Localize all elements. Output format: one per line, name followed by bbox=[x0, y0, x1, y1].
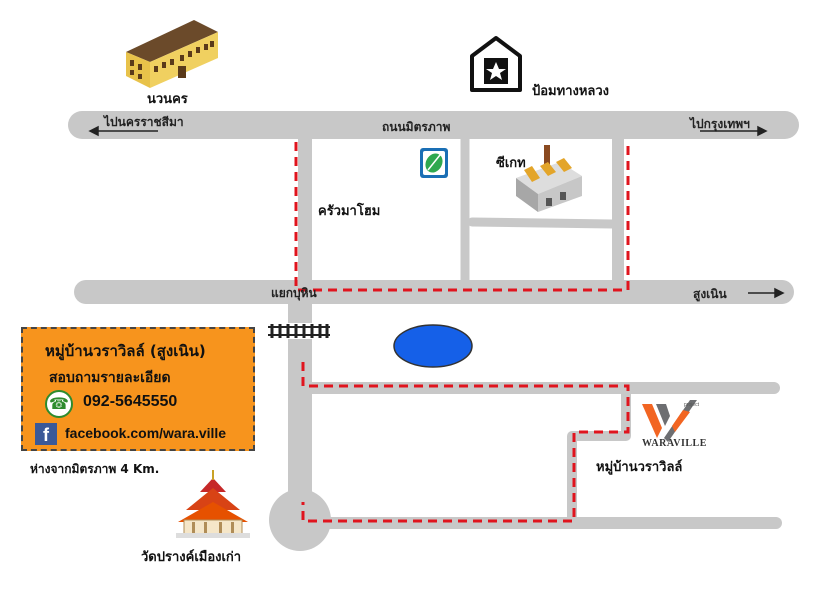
facebook-icon: f bbox=[35, 423, 57, 445]
label-yaek-buhin: แยกบุหิน bbox=[271, 286, 317, 300]
arrow-right-icon bbox=[700, 125, 768, 137]
temple-icon bbox=[176, 470, 250, 538]
gas-station-icon bbox=[420, 148, 448, 178]
roundabout bbox=[269, 489, 331, 551]
road-village-lane bbox=[567, 385, 631, 528]
police-house-icon bbox=[470, 36, 522, 92]
label-krua-ma-hom: ครัวมาโฮม bbox=[318, 204, 381, 219]
phone-icon: ☎ bbox=[45, 390, 73, 418]
facebook-link[interactable]: facebook.com/wara.ville bbox=[65, 425, 227, 441]
label-ct: ซีเกท bbox=[496, 156, 526, 171]
label-to-korat: ไปนครราชสีมา bbox=[104, 115, 184, 129]
railway-icon bbox=[268, 323, 330, 339]
label-nawanakhon: นวนคร bbox=[147, 92, 188, 107]
distance-note: ห่างจากมิตรภาพ 4 Km. bbox=[30, 462, 160, 476]
phone-number[interactable]: 092-5645550 bbox=[83, 393, 178, 410]
label-village: หมู่บ้านวราวิลล์ bbox=[596, 460, 683, 475]
info-title: หมู่บ้านวราวิลล์ (สูงเนิน) bbox=[45, 342, 206, 360]
label-wat: วัดปรางค์เมืองเก่า bbox=[141, 550, 242, 565]
building-icon bbox=[126, 20, 218, 88]
arrow-right-sungnoen-icon bbox=[748, 287, 785, 299]
info-subtitle: สอบถามรายละเอียด bbox=[49, 370, 171, 386]
brand-name: WARAVILLE bbox=[642, 438, 707, 449]
arrow-left-icon bbox=[88, 125, 158, 137]
label-police-box: ป้อมทางหลวง bbox=[532, 84, 610, 99]
route-line bbox=[294, 142, 630, 523]
pond bbox=[393, 324, 473, 368]
brand-sub-text: project bbox=[684, 402, 700, 408]
label-sung-noen: สูงเนิน bbox=[693, 287, 727, 301]
info-box: หมู่บ้านวราวิลล์ (สูงเนิน) สอบถามรายละเอ… bbox=[21, 327, 255, 451]
label-to-bangkok: ไปกรุงเทพฯ bbox=[690, 117, 750, 131]
factory-icon bbox=[516, 145, 582, 212]
waraville-logo-icon: project bbox=[642, 400, 700, 442]
label-mittraphap: ถนนมิตรภาพ bbox=[382, 120, 451, 134]
road-middle-cross bbox=[467, 217, 617, 229]
